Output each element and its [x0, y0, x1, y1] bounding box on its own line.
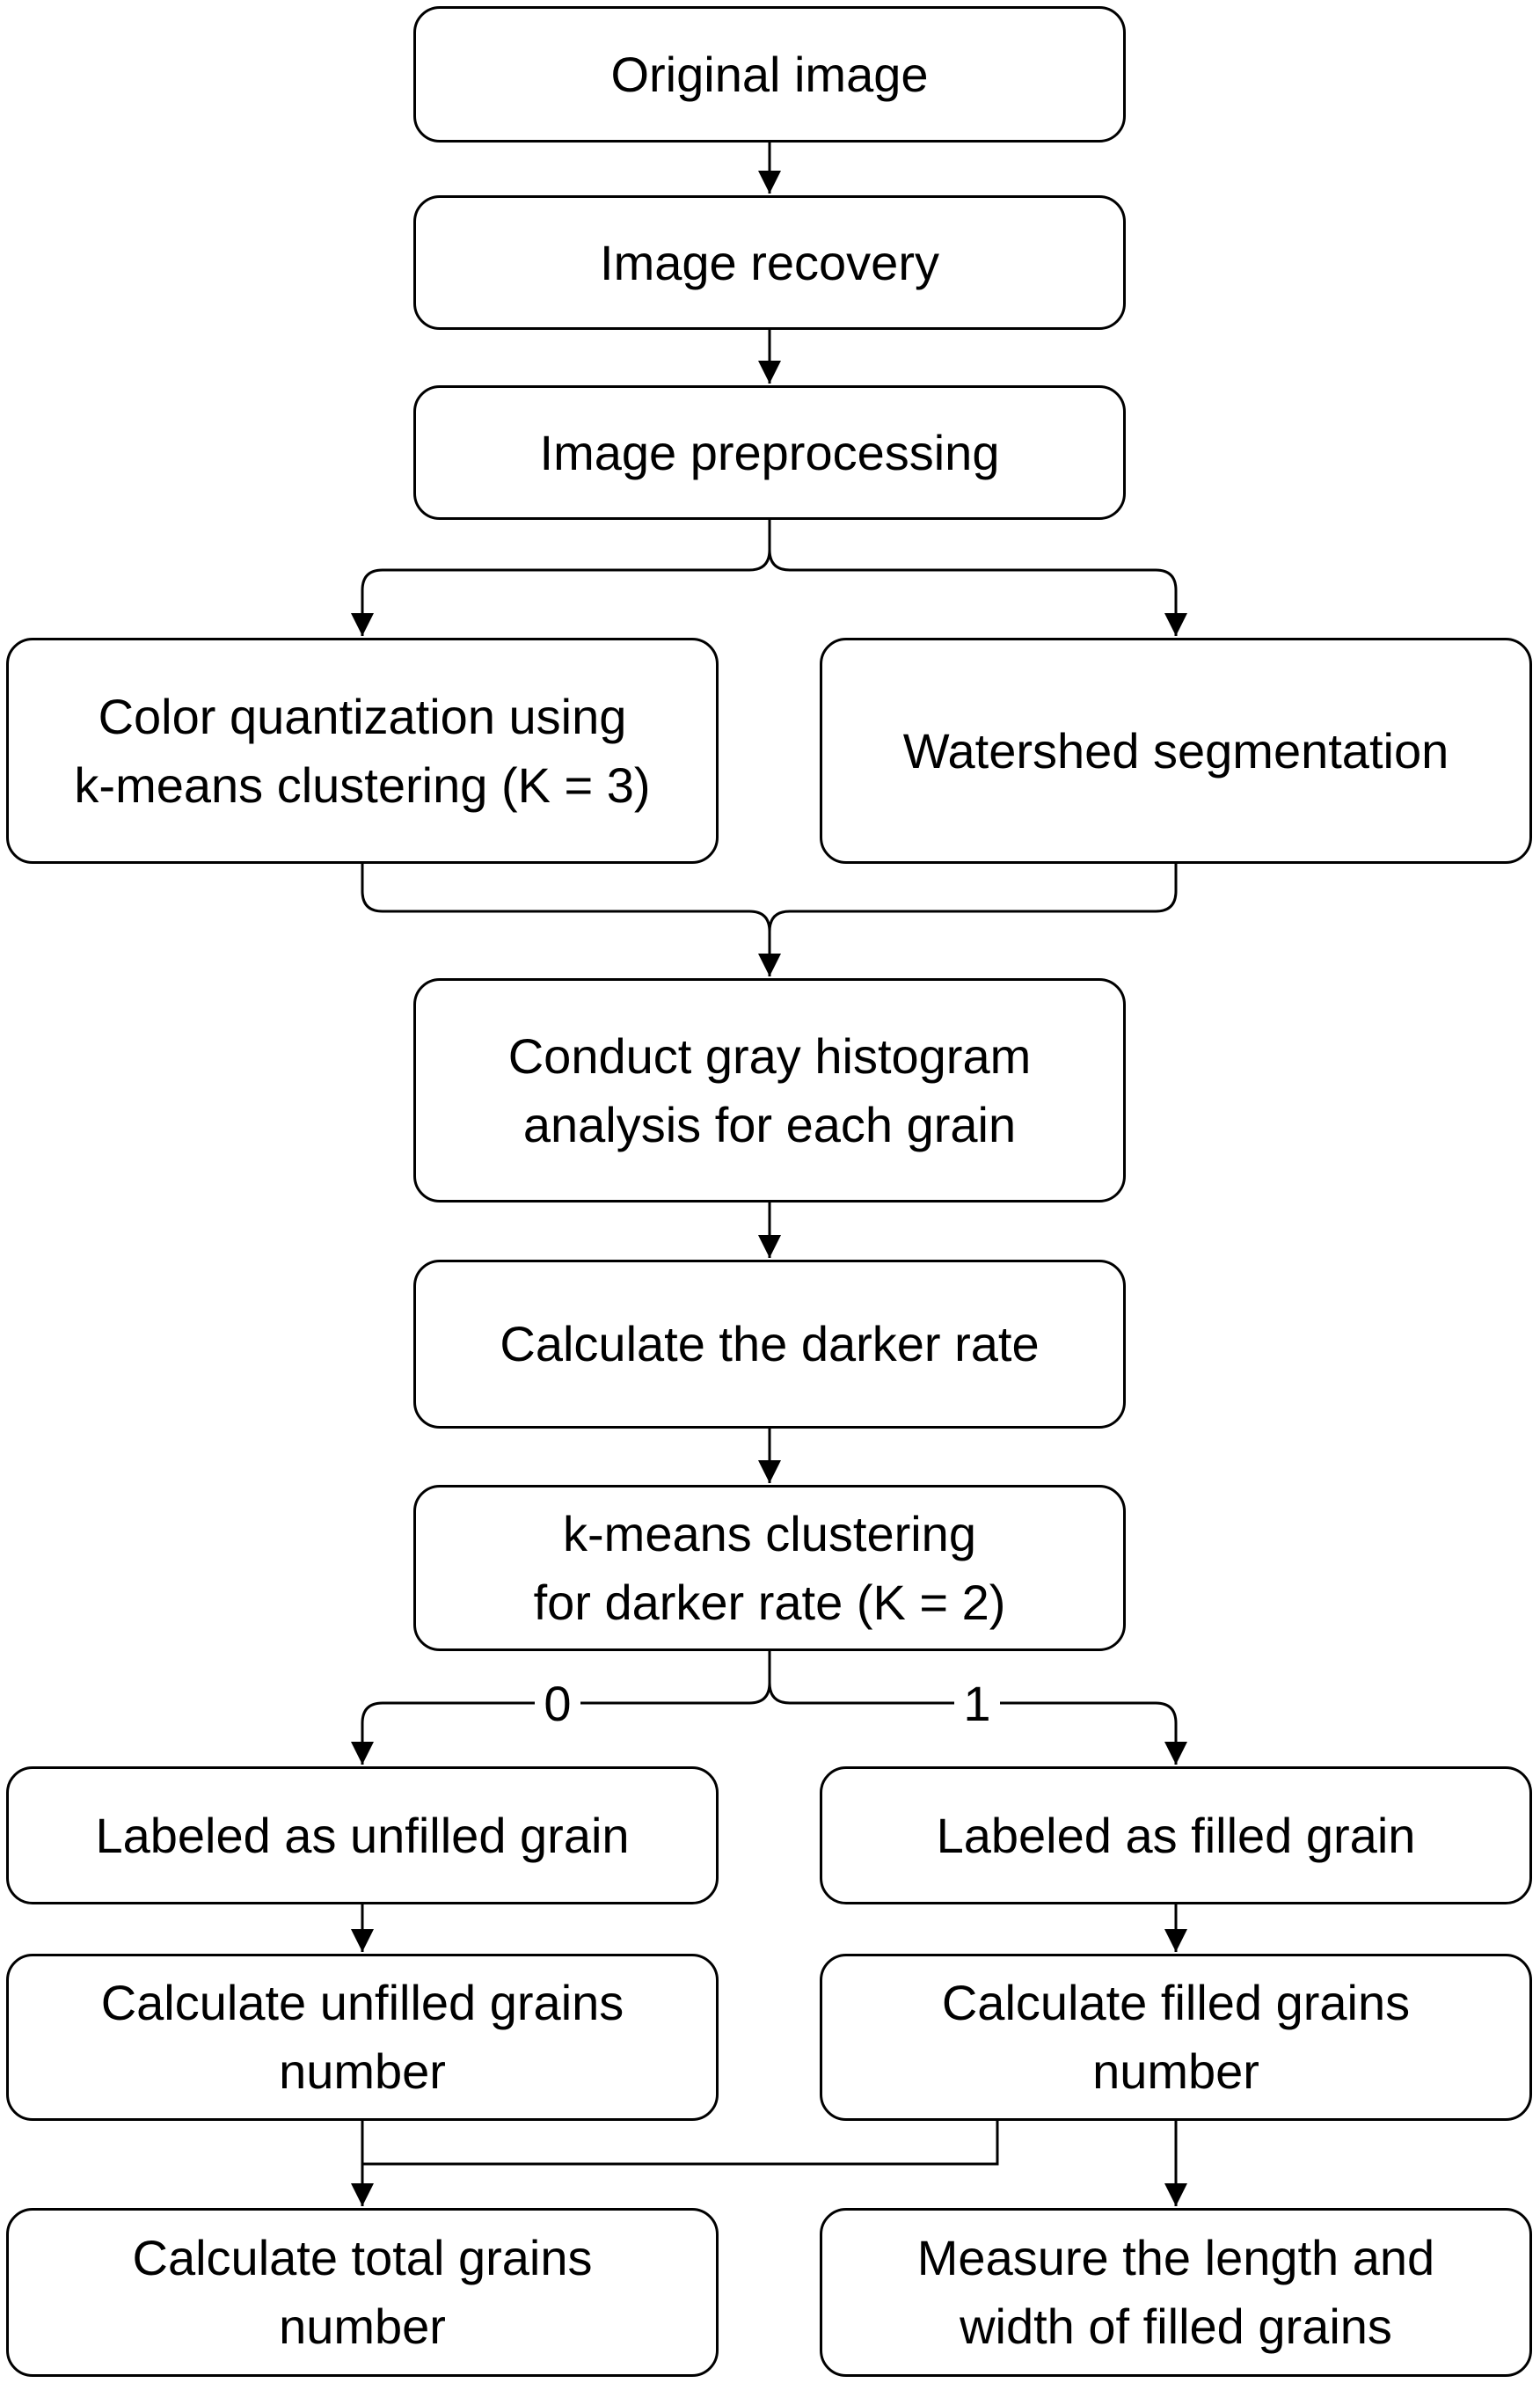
edge-color-histogram	[361, 864, 781, 976]
node-label: Measure the length and	[916, 2230, 1435, 2285]
edge-label-1: 1	[963, 1676, 990, 1731]
node-image-recovery: Image recovery	[413, 195, 1126, 330]
node-labeled-filled: Labeled as filled grain	[820, 1766, 1532, 1904]
node-label: Image recovery	[600, 234, 939, 290]
node-measure-filled: Measure the length and width of filled g…	[820, 2208, 1532, 2377]
edge-label-bg-0	[535, 1682, 580, 1726]
node-label: number	[279, 2299, 446, 2354]
node-label: Original image	[610, 46, 929, 102]
node-darker-rate: Calculate the darker rate	[413, 1260, 1126, 1429]
node-label: Conduct gray histogram	[507, 1027, 1032, 1084]
node-labeled-unfilled: Labeled as unfilled grain	[6, 1766, 719, 1904]
edge-preprocessing-watershed	[768, 549, 1187, 636]
node-calc-unfilled: Calculate unfilled grains number	[6, 1954, 719, 2121]
node-label: k-means clustering	[563, 1505, 976, 1561]
node-calc-filled: Calculate filled grains number	[820, 1954, 1532, 2121]
node-label: for darker rate (K = 2)	[533, 1574, 1006, 1630]
node-label: Calculate the darker rate	[500, 1316, 1040, 1371]
node-label: Calculate total grains	[132, 2230, 593, 2285]
node-label: number	[1092, 2043, 1259, 2099]
node-label: number	[279, 2043, 446, 2099]
node-label: Labeled as unfilled grain	[95, 1807, 630, 1863]
node-label: Color quantization using	[98, 688, 627, 744]
edge-preprocessing-color	[351, 520, 771, 636]
node-calc-total: Calculate total grains number	[6, 2208, 719, 2377]
edge-watershed-histogram	[768, 864, 1178, 932]
node-label: Labeled as filled grain	[936, 1807, 1416, 1863]
node-label: k-means clustering (K = 3)	[74, 757, 651, 813]
node-label: Watershed segmentation	[902, 722, 1449, 778]
edge-calcfilled-total	[362, 2121, 999, 2166]
node-original-image: Original image	[413, 6, 1126, 143]
node-label: Calculate unfilled grains	[100, 1975, 624, 2030]
node-label: Calculate filled grains	[941, 1975, 1411, 2030]
node-label: Image preprocessing	[539, 424, 1000, 480]
node-image-preprocessing: Image preprocessing	[413, 385, 1126, 520]
node-color-quantization: Color quantization using k-means cluster…	[6, 638, 719, 864]
edge-label-bg-1	[954, 1682, 1000, 1726]
node-gray-histogram: Conduct gray histogram analysis for each…	[413, 978, 1126, 1202]
node-label: width of filled grains	[960, 2299, 1392, 2354]
edge-label-0: 0	[544, 1676, 571, 1731]
node-kmeans-darker-rate: k-means clustering for darker rate (K = …	[413, 1485, 1126, 1651]
edge-kmeans-filled	[768, 1682, 1187, 1765]
node-watershed-segmentation: Watershed segmentation	[820, 638, 1532, 864]
node-label: analysis for each grain	[522, 1096, 1017, 1152]
